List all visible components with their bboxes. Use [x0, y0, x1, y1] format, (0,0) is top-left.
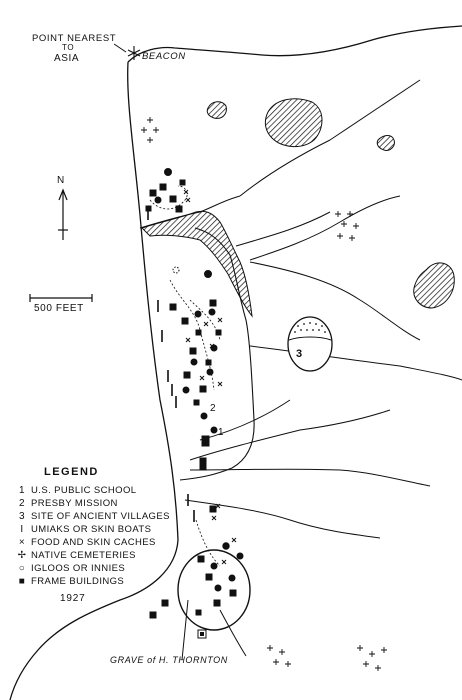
ancient-village-site: [287, 316, 333, 372]
legend-item: 2 PRESBY MISSION: [16, 499, 118, 509]
mission-number-label: 2: [210, 403, 217, 414]
legend-symbol: 2: [19, 498, 25, 509]
legend-title: LEGEND: [44, 466, 99, 478]
legend-symbol: ×: [18, 537, 26, 548]
legend-item: 1 U.S. PUBLIC SCHOOL: [16, 486, 136, 496]
legend-symbol: 3: [19, 511, 25, 522]
lake-2: [206, 101, 227, 119]
legend-item: 3 SITE OF ANCIENT VILLAGES: [16, 512, 170, 522]
north-label: N: [57, 175, 65, 186]
lagoon-inlet: [141, 210, 253, 318]
site-number-label: 3: [296, 348, 303, 360]
legend-symbol: ○: [18, 563, 26, 574]
legend-item: ✢ NATIVE CEMETERIES: [16, 551, 136, 561]
legend-symbol: I: [20, 524, 24, 535]
point-nearest-label-line2: TO: [62, 43, 75, 52]
point-nearest-label-line3: ASIA: [54, 53, 80, 64]
legend-year: 1927: [60, 593, 86, 604]
point-nearest-label-line1: POINT NEAREST: [32, 33, 117, 44]
pointer-arrow: [113, 43, 127, 53]
lake-4: [413, 262, 455, 309]
legend-symbol: 1: [19, 485, 25, 496]
legend-label: FOOD AND SKIN CACHES: [31, 537, 156, 548]
legend-item: × FOOD AND SKIN CACHES: [16, 538, 156, 548]
legend-label: SITE OF ANCIENT VILLAGES: [31, 511, 170, 522]
legend-item: ■ FRAME BUILDINGS: [16, 577, 124, 587]
legend-item: ○ IGLOOS OR INNIES: [16, 564, 125, 574]
legend-label: NATIVE CEMETERIES: [31, 550, 136, 561]
north-arrow-icon: [58, 188, 68, 240]
scale-bar: [29, 294, 93, 302]
legend-symbol: ■: [18, 576, 26, 587]
school-number-label: 1: [218, 427, 225, 438]
legend-label: FRAME BUILDINGS: [31, 576, 125, 587]
coastline-west: [9, 61, 179, 700]
legend-label: UMIAKS OR SKIN BOATS: [31, 524, 152, 535]
legend-label: PRESBY MISSION: [31, 498, 118, 509]
lower-village-site: [177, 549, 251, 631]
coastline-north: [127, 25, 462, 63]
north-village: [145, 168, 191, 220]
grave-label: GRAVE of H. THORNTON: [110, 655, 228, 665]
legend-label: U.S. PUBLIC SCHOOL: [31, 485, 137, 496]
scale-label: 500 FEET: [34, 303, 84, 314]
lake-1: [264, 98, 323, 147]
beacon-icon: [127, 46, 141, 60]
legend-item: I UMIAKS OR SKIN BOATS: [16, 525, 151, 535]
central-village: [157, 266, 223, 471]
cemeteries: [141, 117, 387, 671]
streams: [181, 79, 462, 661]
legend-label: IGLOOS OR INNIES: [31, 563, 126, 574]
beacon-label: BEACON: [142, 51, 186, 62]
lake-3: [376, 135, 395, 151]
legend-symbol: ✢: [17, 550, 27, 561]
south-village: [149, 494, 244, 639]
